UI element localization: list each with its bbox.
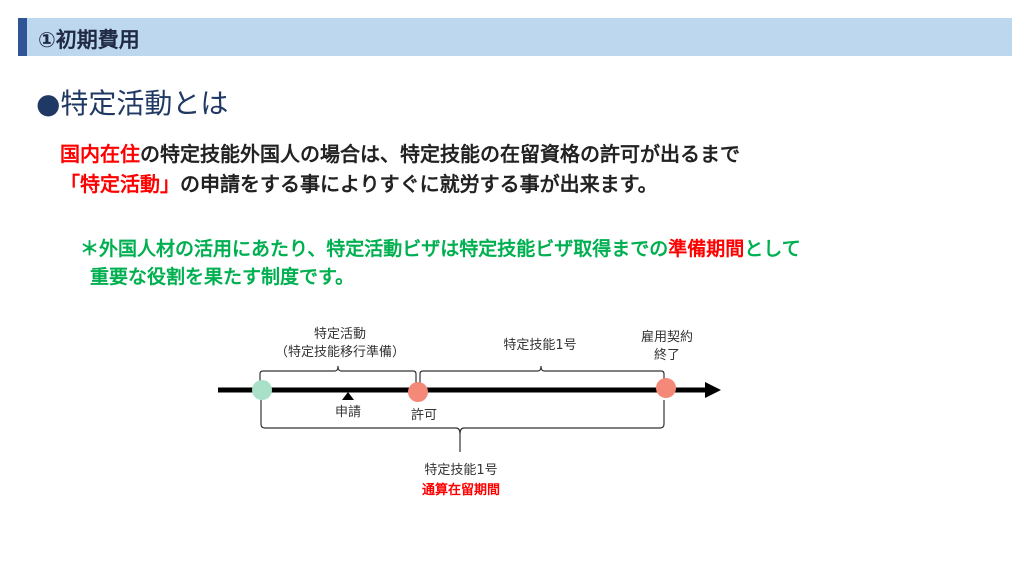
total-label: 特定技能1号 [424,463,497,478]
highlight-tokutei: 「特定活動」 [60,172,180,196]
brace-total [260,400,665,452]
start-point [252,380,272,400]
permit-point [408,382,428,402]
note-text: ＊外国人材の活用にあたり、特定活動ビザは特定技能ビザ取得までの [80,238,669,260]
paragraph-text: の申請をする事によりすぐに就労する事が出来ます。 [180,172,658,196]
permit-label: 許可 [411,408,437,423]
end-label-1: 雇用契約 [641,329,693,345]
section-header-bar: ①初期費用 [18,18,1012,56]
paragraph-line-2: 「特定活動」の申請をする事によりすぐに就労する事が出来ます。 [60,168,658,197]
apply-label: 申請 [335,405,361,420]
page-heading: ●特定活動とは [36,87,229,120]
apply-marker [342,392,354,400]
skill-label: 特定技能1号 [503,338,576,353]
activity-sub-label: （特定技能移行準備） [275,344,405,360]
paragraph-line-1: 国内在住の特定技能外国人の場合は、特定技能の在留資格の許可が出るまで [60,138,740,167]
note-text: として [744,238,801,260]
end-point [656,378,676,398]
total-period-label: 通算在留期間 [422,482,500,498]
activity-label: 特定活動 [314,327,366,342]
brace-skill [419,365,665,383]
timeline-arrowhead [705,382,721,398]
section-title: ①初期費用 [38,28,140,52]
highlight-domestic: 国内在住 [60,142,140,166]
end-label-2: 終了 [654,347,680,363]
note-highlight: 準備期間 [668,238,745,260]
brace-activity [259,365,417,383]
paragraph-text: の特定技能外国人の場合は、特定技能の在留資格の許可が出るまで [140,142,740,166]
note-line-2: 重要な役割を果たす制度です。 [90,266,355,288]
note-line-1: ＊外国人材の活用にあたり、特定活動ビザは特定技能ビザ取得までの準備期間として [80,234,801,261]
header-accent [18,18,27,56]
